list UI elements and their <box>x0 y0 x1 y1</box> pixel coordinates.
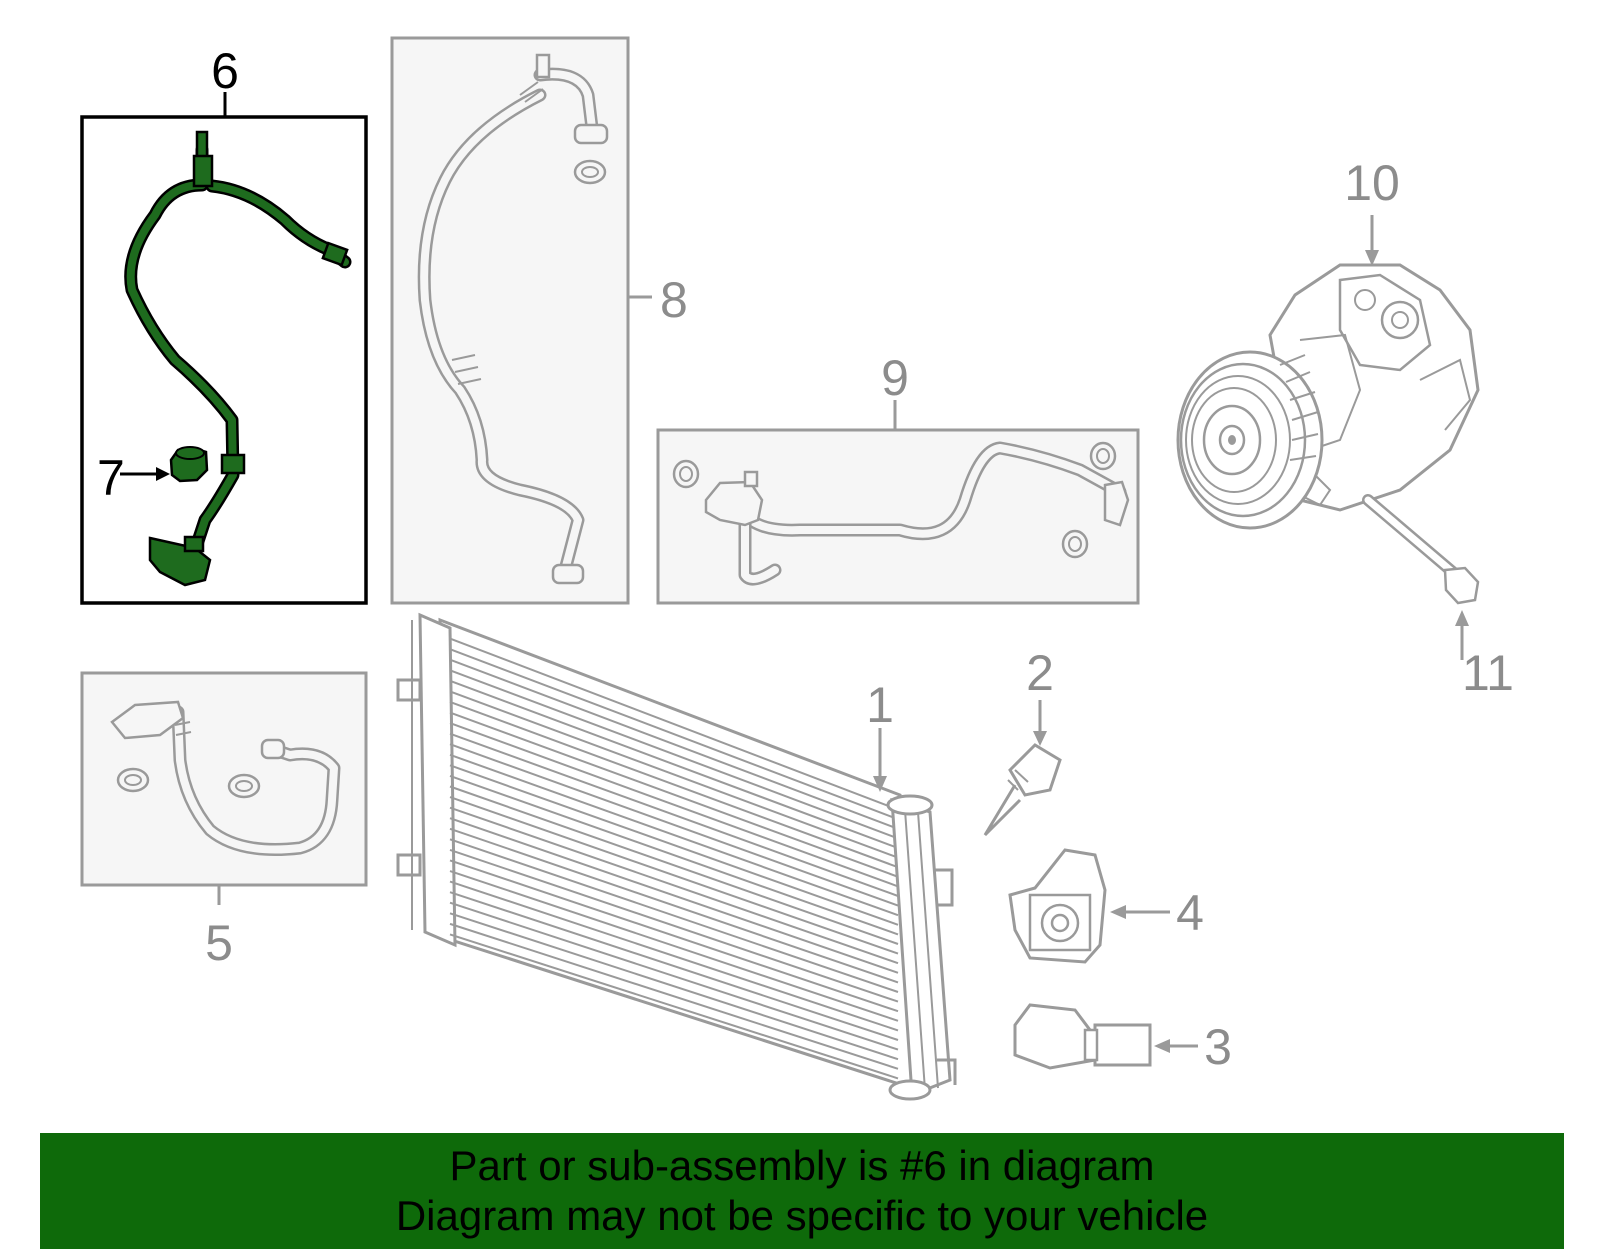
condenser-fin <box>449 679 899 849</box>
condenser-fins <box>449 637 899 1080</box>
condenser-fin <box>449 870 899 1022</box>
condenser-fin <box>449 648 899 821</box>
part-10-compressor[interactable] <box>1176 215 1480 530</box>
condenser-fin <box>449 922 899 1070</box>
callout-9: 9 <box>881 350 909 406</box>
condenser-fin <box>449 711 899 878</box>
part-6-hose[interactable] <box>124 130 352 587</box>
part-11-bolt[interactable] <box>1362 494 1480 660</box>
callout-8: 8 <box>660 272 688 328</box>
part-2-sensor[interactable] <box>983 700 1062 837</box>
part-8-line[interactable] <box>417 53 609 585</box>
info-banner: Part or sub-assembly is #6 in diagram Di… <box>40 1133 1564 1249</box>
condenser-fin <box>449 933 899 1080</box>
callout-5: 5 <box>205 915 233 971</box>
callout-10: 10 <box>1344 155 1400 211</box>
part-6-group[interactable] <box>80 92 368 605</box>
condenser-fin <box>449 753 899 917</box>
condenser-fin <box>449 764 899 926</box>
condenser-fin <box>449 722 899 888</box>
condenser-fin <box>449 774 899 936</box>
part-5-group[interactable] <box>80 671 368 905</box>
condenser-fin <box>449 669 899 840</box>
callout-2: 2 <box>1026 645 1054 701</box>
callout-3: 3 <box>1204 1019 1232 1075</box>
banner-line-part: Part or sub-assembly is #6 in diagram <box>449 1142 1155 1189</box>
condenser-fin <box>449 827 899 984</box>
banner-line-disclaimer: Diagram may not be specific to your vehi… <box>395 1192 1209 1239</box>
part-6-box[interactable] <box>80 115 368 605</box>
condenser-fin <box>449 848 899 1003</box>
callout-4: 4 <box>1176 885 1204 941</box>
condenser-fin <box>449 817 899 974</box>
condenser-fin <box>449 701 899 869</box>
condenser-fin <box>449 806 899 965</box>
condenser-fin <box>449 690 899 859</box>
condenser-fin <box>449 880 899 1032</box>
part-7-clip[interactable] <box>169 446 209 483</box>
part-1-condenser[interactable] <box>396 612 957 1101</box>
condenser-fin <box>449 838 899 993</box>
condenser-fin <box>449 912 899 1061</box>
callout-11: 11 <box>1462 645 1514 701</box>
condenser-fin <box>449 901 899 1051</box>
callout-6: 6 <box>211 43 239 99</box>
condenser-fin <box>449 891 899 1041</box>
part-5-line[interactable] <box>110 700 341 857</box>
condenser-fin <box>449 658 899 830</box>
condenser-fin <box>449 859 899 1013</box>
part-9-group[interactable] <box>656 400 1140 605</box>
callout-1: 1 <box>866 677 894 733</box>
part-3-connector[interactable] <box>1013 1003 1198 1070</box>
part-4-bracket[interactable] <box>1008 848 1170 964</box>
condenser-fin <box>449 743 899 907</box>
part-8-group[interactable] <box>390 36 652 605</box>
condenser-fin <box>449 796 899 955</box>
callout-7: 7 <box>97 450 125 506</box>
condenser-fin <box>449 732 899 897</box>
condenser-fin <box>449 637 899 811</box>
part-9-line[interactable] <box>672 441 1130 586</box>
condenser-fin <box>449 785 899 945</box>
